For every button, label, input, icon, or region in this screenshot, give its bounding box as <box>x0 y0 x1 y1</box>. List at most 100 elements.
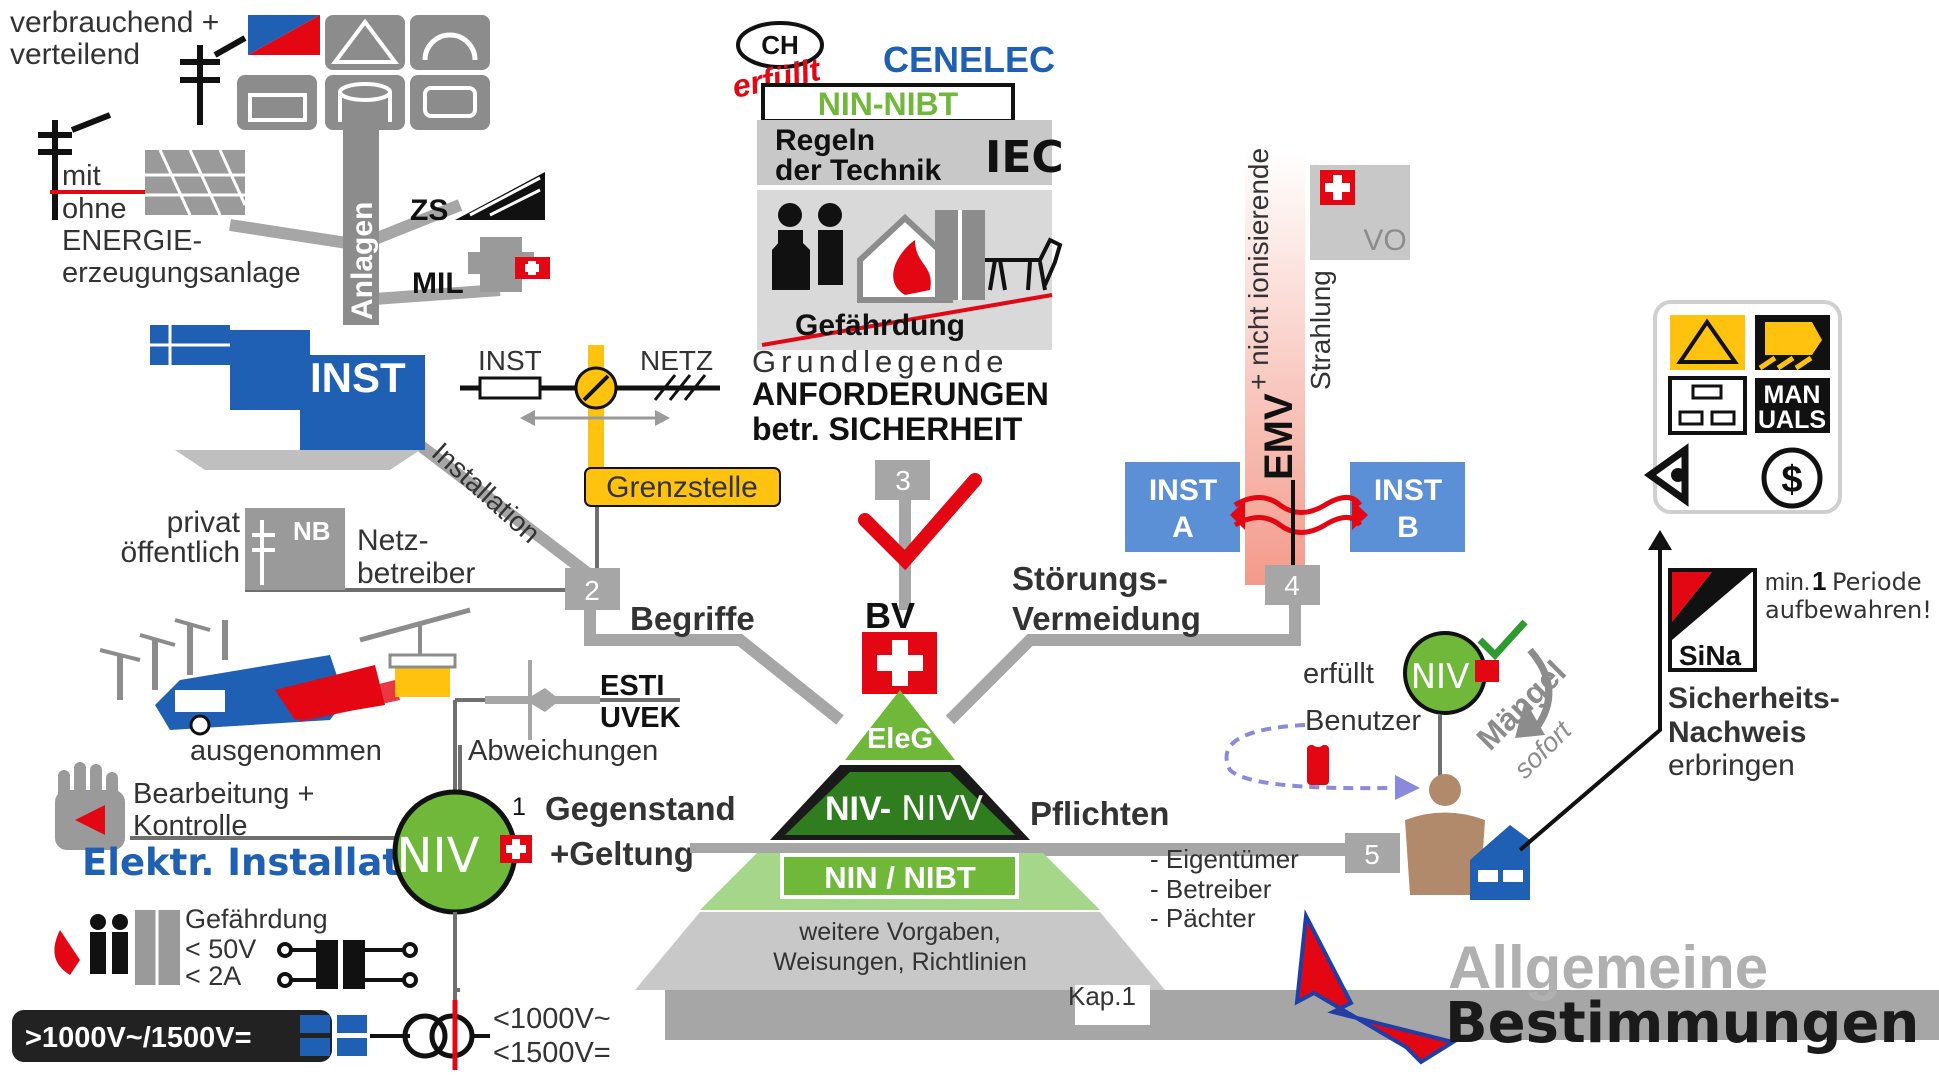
eleg-layer <box>845 690 955 760</box>
inst-b-label: INST <box>1374 474 1442 507</box>
inst-label: INST <box>310 354 406 401</box>
animal-icon <box>985 237 1063 291</box>
geltung-label: +Geltung <box>550 835 694 872</box>
anforderungen-label: ANFORDERUNGEN <box>752 376 1049 412</box>
boundary-netz-label: NETZ <box>640 345 713 376</box>
ausgenommen-label: ausgenommen <box>190 735 382 767</box>
privat-label: privat <box>167 506 241 539</box>
periode-label: Periode <box>1832 568 1922 596</box>
construction-icon <box>325 15 405 70</box>
vehicles-icon <box>99 607 471 736</box>
transformer-symbol-icon <box>402 1013 475 1059</box>
left-bottom-group: ausgenommen ESTI UVEK Abweichungen Bearb… <box>12 607 1380 1070</box>
sicherheit-label: betr. SICHERHEIT <box>752 411 1023 447</box>
pyramid-group: BV EleG NIV- NIVV NIN / NIBT weitere Vor… <box>635 595 1939 1040</box>
kap-label: Kap.1 <box>1068 981 1136 1011</box>
anlagen-group: Anlagen verbrauchend + verteilend <box>10 6 550 549</box>
ch-label: CH <box>761 30 799 60</box>
inst-b-letter: B <box>1397 511 1419 544</box>
swiss-flag-small-icon <box>1475 660 1499 682</box>
num4-box <box>1265 565 1320 605</box>
small-building-icon <box>1470 825 1530 900</box>
inst-a-box <box>1125 462 1240 552</box>
weitere-label-2: Weisungen, Richtlinien <box>773 948 1027 976</box>
info-icon <box>1307 745 1329 785</box>
anlagen-bar <box>343 130 379 325</box>
num5-box <box>1345 833 1400 873</box>
uvek-label: UVEK <box>600 702 681 734</box>
emv-title: EMV <box>1257 393 1301 480</box>
nin-label: NIN / NIBT <box>824 860 976 895</box>
inst-a-letter: A <box>1172 511 1194 544</box>
caravan-icon <box>410 75 490 130</box>
person-icon <box>1405 774 1485 895</box>
nin-nibt-label: NIN-NIBT <box>818 86 959 122</box>
num2-box <box>565 568 620 610</box>
niv-layer-label-a: NIV- <box>825 790 891 828</box>
hand-icon <box>55 762 125 850</box>
safety-transformer-icon <box>277 940 418 989</box>
loop-arrow <box>1527 647 1553 733</box>
emv-group: VO EMV + nicht ionisierende Strahlung IN… <box>1012 148 1465 637</box>
checkmark-icon <box>858 473 982 571</box>
inst-building-icon <box>150 325 425 470</box>
manuals-doc-icon <box>1755 378 1830 433</box>
one-label: 1 <box>1812 566 1826 596</box>
v50-label: < 50V <box>185 934 256 964</box>
regeln-label: Regeln <box>775 124 875 157</box>
sicherheits-label: Sicherheits- <box>1668 682 1840 715</box>
shock-icon <box>54 910 180 985</box>
sina-group: MAN UALS $ SiNa min. 1 Periode aufbewahr… <box>1518 300 1932 852</box>
min-label: min. <box>1765 569 1810 596</box>
mit-label: mit <box>62 160 101 192</box>
nachweis-label: Nachweis <box>1668 716 1806 749</box>
pflichten-label: Pflichten <box>1030 795 1169 832</box>
power-pole-icon <box>180 35 247 125</box>
hv-box <box>12 1010 332 1062</box>
pole-icon-2 <box>38 112 112 220</box>
persons-icon <box>772 203 843 290</box>
gauge-icon <box>410 15 490 70</box>
betreiber-label: - Betreiber <box>1150 874 1272 904</box>
verteilend-label: verteilend <box>10 38 140 71</box>
grenzstelle-label: Grenzstelle <box>606 471 758 504</box>
energie-label: ENERGIE- <box>62 225 202 257</box>
svg-text:$: $ <box>1781 459 1802 501</box>
stoerung-label: Störungs- <box>1012 560 1168 597</box>
netz-label: Netz- <box>357 524 429 557</box>
erbringen-label: erbringen <box>1668 749 1795 782</box>
manuals-label-1: MAN <box>1764 381 1821 409</box>
iec-label: IEC <box>985 132 1064 183</box>
gegenstand-label: Gegenstand <box>545 790 736 827</box>
num4-label: 4 <box>1284 570 1300 601</box>
warning-arrow-icon <box>75 805 105 835</box>
market-icon <box>237 75 317 130</box>
hv-label: >1000V~/1500V= <box>25 1022 252 1054</box>
oeffentlich-label: öffentlich <box>120 536 240 569</box>
vo-label: VO <box>1363 224 1406 257</box>
boundary-inst-label: INST <box>478 345 542 376</box>
num5-label: 5 <box>1364 839 1380 870</box>
betreiber-label: betreiber <box>357 557 475 590</box>
verbrauchend-label: verbrauchend + <box>10 6 219 39</box>
emv-sub1: + nicht ionisierende <box>1243 148 1274 390</box>
esti-label: ESTI <box>600 670 664 702</box>
manuals-label-2: UALS <box>1758 406 1826 434</box>
inst-a-label: INST <box>1149 474 1217 507</box>
num3-box <box>875 460 930 500</box>
emv-sub2: Strahlung <box>1305 270 1336 390</box>
pflichten-group: Pflichten 5 - Eigentümer - Betreiber - P… <box>1030 619 1578 933</box>
abweichungen-label: Abweichungen <box>468 735 658 767</box>
dashed-arrow <box>1224 723 1391 791</box>
ch-oval <box>736 21 824 69</box>
num3-label: 3 <box>895 465 911 496</box>
weitere-label-1: weitere Vorgaben, <box>798 918 1001 946</box>
ohne-label: ohne <box>62 193 127 225</box>
netz-group: privat öffentlich NB Netz- betreiber 2 B… <box>120 506 754 637</box>
erfuellt-pflicht-label: erfüllt <box>1303 658 1374 690</box>
vermeidung-label: Vermeidung <box>1012 600 1201 637</box>
cenelec-label: CENELEC <box>883 39 1055 80</box>
grundlegende-label: Grundlegende <box>752 344 1009 379</box>
